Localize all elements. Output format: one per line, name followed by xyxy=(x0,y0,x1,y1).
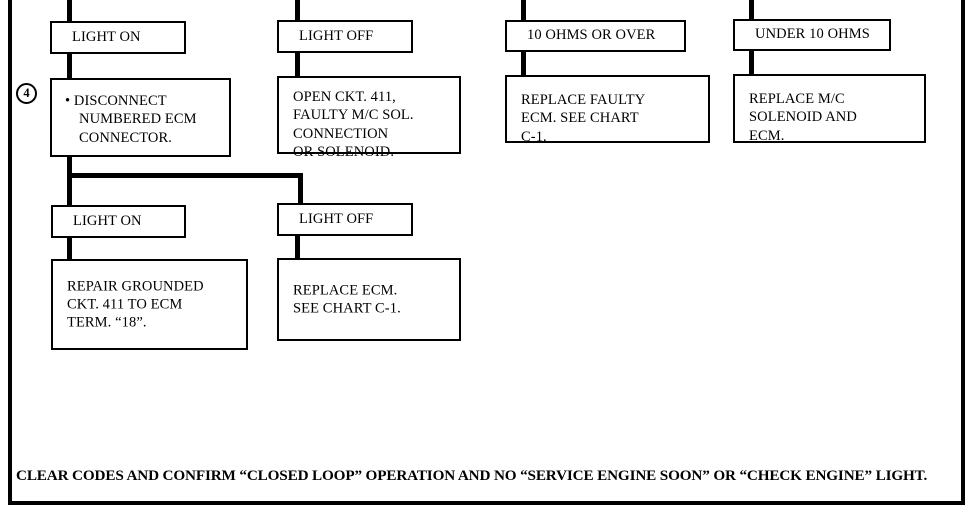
node-row1-col4-action: REPLACE M/C SOLENOID AND ECM. xyxy=(733,74,926,144)
node-row1-col1-action-text: • DISCONNECT NUMBERED ECM CONNECTOR. xyxy=(65,93,197,146)
node-row1-col1-condition-text: LIGHT ON xyxy=(72,28,141,45)
node-row1-col2-action-text: OPEN CKT. 411, FAULTY M/C SOL. CONNECTIO… xyxy=(293,89,414,161)
page-border-bottom xyxy=(8,501,965,505)
node-row1-col1-action: • DISCONNECT NUMBERED ECM CONNECTOR. xyxy=(50,78,231,157)
connector-branch-right-drop xyxy=(298,173,303,205)
node-row2-col1-action-text: REPAIR GROUNDED CKT. 411 TO ECM TERM. “1… xyxy=(67,277,204,331)
connector-col3-incoming xyxy=(521,0,526,22)
footer-confirmation-note: CLEAR CODES AND CONFIRM “CLOSED LOOP” OP… xyxy=(16,467,928,484)
node-row1-col3-action: REPLACE FAULTY ECM. SEE CHART C-1. xyxy=(505,75,710,145)
connector-col1-lighton-to-disconnect xyxy=(67,52,72,80)
node-row1-col4-action-text: REPLACE M/C SOLENOID AND ECM. xyxy=(749,91,857,144)
node-row1-col3-condition: 10 OHMS OR OVER xyxy=(505,20,686,52)
node-row1-col3-condition-text: 10 OHMS OR OVER xyxy=(527,27,656,44)
node-row2-col2-action: REPLACE ECM. SEE CHART C-1. xyxy=(277,258,461,341)
node-row2-col2-condition: LIGHT OFF xyxy=(277,203,413,236)
connector-row2-col1-condition-to-action xyxy=(67,236,72,262)
connector-branch-bus-horizontal xyxy=(67,173,303,178)
node-row2-col2-condition-text: LIGHT OFF xyxy=(299,210,374,227)
connector-col4-condition-to-action xyxy=(749,48,754,76)
page-border-right xyxy=(961,0,965,505)
node-row1-col1-condition: LIGHT ON xyxy=(50,21,186,54)
connector-col3-condition-to-action xyxy=(521,49,526,77)
node-row1-col3-action-text: REPLACE FAULTY ECM. SEE CHART C-1. xyxy=(521,92,646,145)
node-row1-col4-condition: UNDER 10 OHMS xyxy=(733,19,891,51)
connector-col4-incoming xyxy=(749,0,754,21)
connector-col2-incoming xyxy=(295,0,300,22)
step-marker-4: 4 xyxy=(16,83,37,104)
node-row2-col1-condition: LIGHT ON xyxy=(51,205,186,238)
node-row1-col4-condition-text: UNDER 10 OHMS xyxy=(755,26,870,43)
node-row1-col2-condition-text: LIGHT OFF xyxy=(299,27,374,44)
node-row1-col2-action: OPEN CKT. 411, FAULTY M/C SOL. CONNECTIO… xyxy=(277,76,461,160)
connector-row2-col2-condition-to-action xyxy=(295,234,300,260)
connector-col2-lightoff-to-action xyxy=(295,50,300,78)
node-row2-col1-condition-text: LIGHT ON xyxy=(73,212,142,229)
connector-disconnect-down xyxy=(67,155,72,177)
node-row2-col2-action-text: REPLACE ECM. SEE CHART C-1. xyxy=(293,282,401,317)
connector-branch-left-drop xyxy=(67,173,72,207)
node-row1-col2-condition: LIGHT OFF xyxy=(277,20,413,53)
node-row2-col1-action: REPAIR GROUNDED CKT. 411 TO ECM TERM. “1… xyxy=(51,259,248,350)
page-border-left xyxy=(8,0,12,505)
connector-col1-incoming xyxy=(67,0,72,23)
